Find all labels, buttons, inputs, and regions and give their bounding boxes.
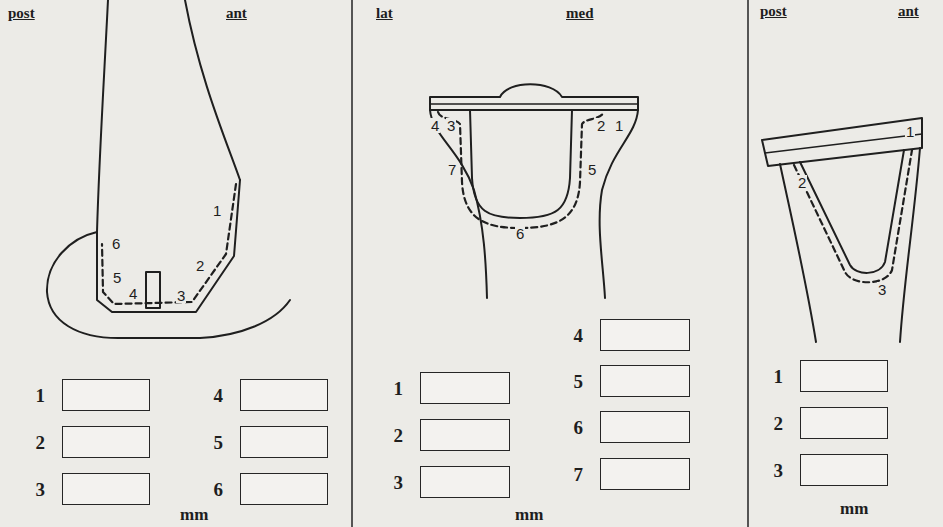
box-number: 6 — [574, 418, 584, 437]
callout-number: 5 — [112, 270, 122, 285]
box-number: 1 — [36, 386, 46, 405]
measurement-box: 4 — [240, 379, 328, 411]
measurement-box: 1 — [420, 372, 510, 404]
measurement-box: 1 — [800, 360, 888, 392]
callout-number: 6 — [515, 226, 525, 241]
direction-label: post — [8, 6, 35, 21]
tibia-outline — [430, 110, 638, 298]
box-number: 3 — [36, 480, 46, 499]
unit-label: mm — [180, 506, 208, 523]
direction-label: ant — [226, 6, 247, 21]
callout-number: 3 — [877, 282, 887, 297]
callout-number: 1 — [905, 124, 915, 139]
measurement-box: 5 — [600, 365, 690, 397]
measurement-box: 2 — [420, 419, 510, 451]
femur-outline — [47, 0, 290, 338]
tibia-lateral-outline — [780, 148, 920, 342]
callout-number: 1 — [212, 203, 222, 218]
measurement-box: 1 — [62, 379, 150, 411]
measurement-box: 2 — [62, 426, 150, 458]
box-number: 2 — [394, 426, 404, 445]
box-number: 4 — [574, 326, 584, 345]
callout-number: 2 — [797, 175, 807, 190]
callout-number: 2 — [195, 258, 205, 273]
measurement-box: 6 — [240, 473, 328, 505]
unit-label: mm — [515, 506, 543, 523]
unit-label: mm — [840, 500, 868, 517]
box-number: 1 — [774, 367, 784, 386]
panel-divider — [747, 0, 749, 527]
callout-number: 6 — [111, 236, 121, 251]
box-number: 4 — [214, 386, 224, 405]
direction-label: med — [566, 6, 594, 21]
femoral-peg — [146, 272, 160, 308]
callout-number: 4 — [128, 286, 138, 301]
box-number: 3 — [394, 473, 404, 492]
callout-number: 4 — [430, 118, 440, 133]
measurement-box: 3 — [420, 466, 510, 498]
box-number: 6 — [214, 480, 224, 499]
box-number: 2 — [774, 414, 784, 433]
box-number: 3 — [774, 461, 784, 480]
measurement-box: 5 — [240, 426, 328, 458]
callout-number: 3 — [176, 288, 186, 303]
measurement-box: 6 — [600, 411, 690, 443]
measurement-box: 3 — [62, 473, 150, 505]
measurement-box: 2 — [800, 407, 888, 439]
direction-label: post — [760, 4, 787, 19]
callout-number: 7 — [447, 162, 457, 177]
keel-cement-boundary — [794, 150, 912, 282]
box-number: 2 — [36, 433, 46, 452]
measurement-box: 3 — [800, 454, 888, 486]
box-number: 7 — [574, 465, 584, 484]
box-number: 5 — [574, 372, 584, 391]
callout-number: 1 — [614, 118, 624, 133]
tibial-cement-boundary — [438, 112, 604, 228]
box-number: 1 — [394, 379, 404, 398]
tibial-tray — [430, 84, 638, 110]
direction-label: ant — [898, 4, 919, 19]
callout-number: 5 — [587, 162, 597, 177]
panel-divider — [351, 0, 353, 527]
box-number: 5 — [214, 433, 224, 452]
tibial-tray-lateral — [762, 118, 922, 166]
femoral-component-boundary — [102, 184, 236, 304]
measurement-box: 4 — [600, 319, 690, 351]
callout-number: 2 — [596, 118, 606, 133]
measurement-box: 7 — [600, 458, 690, 490]
direction-label: lat — [376, 6, 393, 21]
callout-number: 3 — [446, 118, 456, 133]
